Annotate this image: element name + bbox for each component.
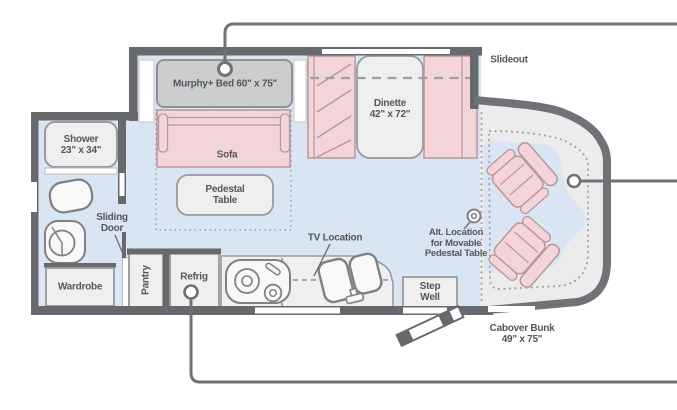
bottom-wall-window-cab bbox=[488, 306, 535, 312]
sofa-armrest-left bbox=[157, 113, 169, 153]
walls bbox=[30, 47, 611, 315]
bottom-wall-window-entry bbox=[403, 307, 447, 314]
cooktop-handle bbox=[265, 262, 281, 276]
slideout-wall-band bbox=[322, 49, 450, 54]
bathroom-top-wall bbox=[31, 112, 138, 121]
dinette-bench-hatching bbox=[316, 63, 352, 158]
callout-line-top bbox=[223, 22, 677, 63]
murphy-bed-area bbox=[155, 59, 293, 231]
pedestal-table bbox=[176, 174, 274, 216]
alt-pedestal-table-icon bbox=[466, 208, 482, 224]
rear-top-wall bbox=[129, 47, 482, 56]
pantry-refrig-wall bbox=[163, 250, 170, 308]
cabinet-right-of-bed bbox=[293, 59, 307, 123]
dinette-bench-right bbox=[423, 55, 478, 159]
callout-marker-cab bbox=[566, 173, 582, 189]
seat-back bbox=[519, 243, 560, 288]
bathroom bbox=[44, 121, 118, 307]
sliding-door-pointer-line bbox=[114, 234, 124, 255]
tv bbox=[317, 252, 383, 305]
shower-ledge bbox=[44, 167, 118, 175]
callouts bbox=[114, 22, 677, 384]
toilet bbox=[48, 178, 94, 214]
dinette-table bbox=[356, 55, 424, 159]
seat-armrest bbox=[486, 148, 516, 176]
dinette-slideout bbox=[307, 55, 478, 159]
shower bbox=[44, 121, 118, 168]
seat-armrest bbox=[519, 187, 550, 215]
callout-marker-refrig bbox=[183, 284, 199, 300]
left-wall-window bbox=[30, 182, 37, 212]
seat-armrest bbox=[488, 254, 518, 282]
cab-area bbox=[466, 112, 589, 303]
seat-back bbox=[517, 142, 558, 187]
shower-right-wall bbox=[118, 112, 126, 204]
door-pocket bbox=[122, 257, 129, 308]
cabover-bunk-outline bbox=[488, 130, 589, 290]
callout-line-bottom bbox=[189, 299, 677, 384]
left-exterior-wall bbox=[31, 112, 39, 315]
cooktop bbox=[225, 259, 291, 304]
pantry bbox=[128, 252, 164, 308]
cab-exterior-wall bbox=[473, 96, 611, 314]
kitchen-top-wall bbox=[127, 248, 221, 255]
dinette-right-wall bbox=[470, 47, 479, 109]
step-well bbox=[402, 276, 458, 309]
callout-marker-murphy-bed bbox=[217, 61, 233, 77]
alt-table-pointer-line bbox=[463, 221, 471, 230]
sliding-door-panel bbox=[122, 232, 126, 258]
sofa bbox=[156, 109, 291, 168]
wardrobe bbox=[45, 267, 115, 307]
seat-armrest bbox=[521, 215, 552, 243]
bed-footprint-dotted-outline bbox=[155, 109, 292, 231]
wardrobe-partition-wall bbox=[44, 263, 116, 268]
tv-foot bbox=[345, 292, 365, 305]
dinette-bench-left bbox=[307, 55, 356, 159]
bedroom-left-wall bbox=[129, 47, 138, 121]
bottom-wall-window-kitchen bbox=[255, 307, 340, 314]
tv-pointer-line bbox=[313, 243, 331, 277]
cab-seat-driver bbox=[486, 142, 558, 215]
shower-wall-niche bbox=[119, 173, 125, 196]
cab-seat-passenger bbox=[488, 215, 560, 288]
sofa-armrest-right bbox=[279, 113, 291, 153]
bathroom-sink bbox=[44, 220, 86, 264]
entry-door-open bbox=[395, 304, 465, 348]
cabinet-left-of-bed bbox=[138, 59, 155, 123]
kitchen bbox=[122, 248, 458, 309]
